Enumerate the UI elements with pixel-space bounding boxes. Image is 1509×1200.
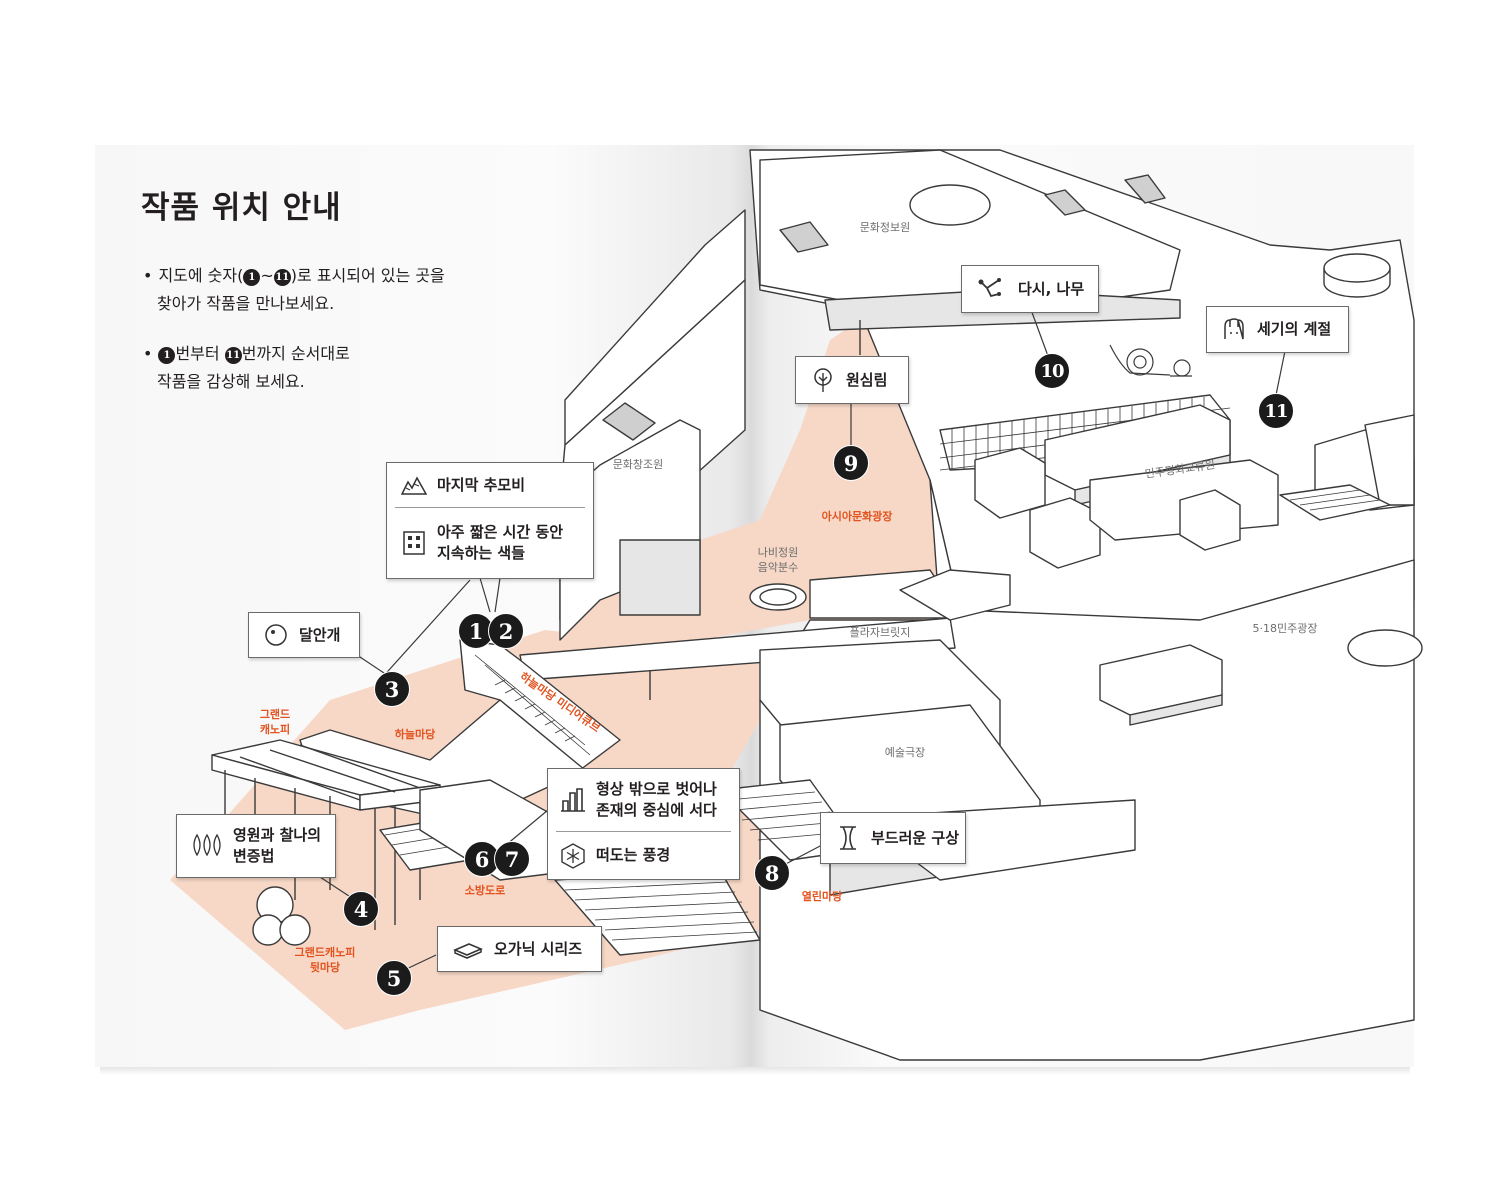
callout-label: 마지막 추모비 <box>437 475 526 494</box>
moon-circle-icon <box>265 624 287 646</box>
callout-8: 부드러운 구상 <box>820 812 966 864</box>
mountain-icon <box>401 476 427 495</box>
number-badge: 1 <box>243 269 261 286</box>
number-badge: 1 <box>158 347 176 364</box>
spread-shadow <box>100 1067 1410 1075</box>
marker-4[interactable]: 4 <box>343 891 379 927</box>
callout-label: 아주 짧은 시간 동안 지속하는 색들 <box>437 523 564 562</box>
callout-label: 다시, 나무 <box>1018 279 1085 298</box>
callout-label: 영원과 찰나의 변증법 <box>233 826 322 865</box>
branch-sculpture-icon <box>978 278 1001 298</box>
callout-row: 형상 밖으로 벗어나 존재의 중심에 서다 <box>556 769 731 832</box>
callout-6-7: 형상 밖으로 벗어나 존재의 중심에 서다 떠도는 풍경 <box>547 768 740 880</box>
marker-3[interactable]: 3 <box>374 671 410 707</box>
callout-4: 영원과 찰나의 변증법 <box>176 814 336 878</box>
callout-label: 원심림 <box>846 370 888 389</box>
callout-9: 원심림 <box>795 356 909 404</box>
callout-label: 부드러운 구상 <box>871 828 960 847</box>
place-label: 그랜드캐노피 뒷마당 <box>294 946 356 974</box>
guide-bullet-1: • 지도에 숫자(1~11)로 표시되어 있는 곳을 찾아가 작품을 만나보세요. <box>143 262 445 318</box>
callout-row: 마지막 추모비 <box>395 463 585 508</box>
place-label: 그랜드 캐노피 <box>259 708 291 736</box>
place-label: 나비정원 음악분수 <box>757 546 799 574</box>
bullet-text: 지도에 숫자( <box>158 266 244 285</box>
marker-5[interactable]: 5 <box>376 960 412 996</box>
bullet-text: ~ <box>260 266 274 285</box>
callout-label: 세기의 계절 <box>1257 320 1332 338</box>
callout-1-2: 마지막 추모비 아주 짧은 시간 동안 지속하는 색들 <box>386 462 594 579</box>
marker-11[interactable]: 11 <box>1258 393 1294 429</box>
place-label: 예술극장 <box>884 746 926 759</box>
place-label: 하늘마당 <box>394 728 436 741</box>
place-label: 5·18민주광장 <box>1252 622 1318 635</box>
callout-3: 달안개 <box>248 612 360 658</box>
leaf-pods-icon <box>193 833 221 857</box>
place-label: 아시아문화광장 <box>821 510 893 523</box>
place-label: 문화정보원 <box>859 221 911 234</box>
marker-9[interactable]: 9 <box>833 445 869 481</box>
tower-bars-icon <box>561 788 585 812</box>
callout-11: 세기의 계절 <box>1206 306 1349 353</box>
bullet-text: 찾아가 작품을 만나보세요. <box>157 294 335 313</box>
tile-slab-icon <box>453 943 483 959</box>
building-outlines <box>211 149 1423 1061</box>
callout-5: 오가닉 시리즈 <box>437 926 602 972</box>
bullet-text: 번까지 순서대로 <box>241 344 350 363</box>
number-badge: 11 <box>224 347 242 364</box>
bullet-text: 작품을 감상해 보세요. <box>157 372 305 391</box>
callout-10: 다시, 나무 <box>961 265 1099 313</box>
page-title: 작품 위치 안내 <box>141 190 342 226</box>
place-label: 소방도로 <box>464 884 506 897</box>
callout-row: 아주 짧은 시간 동안 지속하는 색들 <box>395 508 585 578</box>
ghost-figure-icon <box>1224 317 1244 339</box>
number-badge: 11 <box>273 269 291 286</box>
callout-row: 떠도는 풍경 <box>556 832 731 879</box>
place-label: 문화창조원 <box>612 458 664 471</box>
snowflake-hexagon-icon <box>561 842 585 869</box>
marker-10[interactable]: 10 <box>1034 353 1070 389</box>
tree-circle-icon <box>814 368 832 392</box>
callout-label: 형상 밖으로 벗어나 존재의 중심에 서다 <box>596 780 717 819</box>
bullet-text: )로 표시되어 있는 곳을 <box>290 266 445 285</box>
marker-7[interactable]: 7 <box>494 841 530 877</box>
callout-label: 달안개 <box>299 625 341 644</box>
bullet-dot: • <box>143 266 153 285</box>
callout-label: 오가닉 시리즈 <box>494 939 583 958</box>
place-label: 열린마당 <box>801 890 843 903</box>
bullet-text: 번부터 <box>175 344 225 363</box>
place-label: 플라자브릿지 <box>849 626 911 639</box>
marker-2[interactable]: 2 <box>488 613 524 649</box>
bullet-dot: • <box>143 344 153 363</box>
callout-label: 떠도는 풍경 <box>596 846 671 864</box>
window-grid-icon <box>403 531 425 555</box>
marker-8[interactable]: 8 <box>754 855 790 891</box>
hourglass-column-icon <box>840 826 856 850</box>
